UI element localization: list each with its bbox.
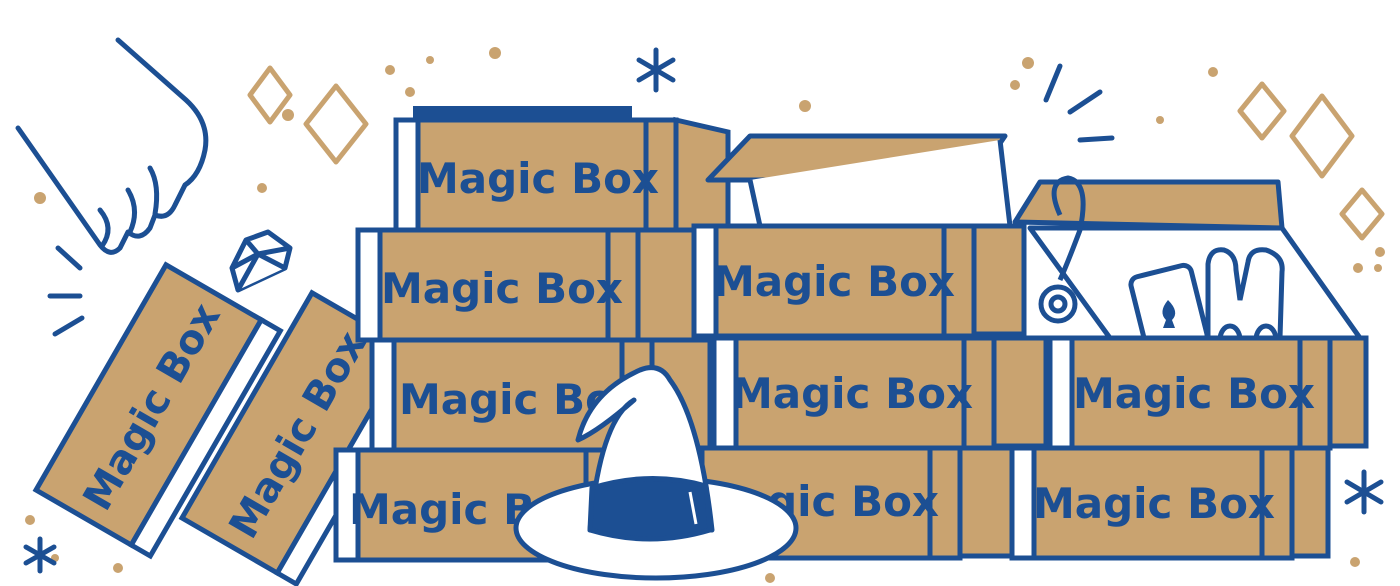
box-label: Magic Box [417, 154, 659, 203]
box-stack-left: Magic Box Magic Box Magic Box Magic Box [336, 106, 731, 560]
box-label: Magic Box [731, 369, 973, 418]
hand-icon [15, 37, 209, 255]
box-label: Magic Box [1033, 479, 1275, 528]
pendant-necklace-icon [1038, 175, 1086, 324]
box-label: Magic Box [713, 257, 955, 306]
diamond-shape-icon [303, 83, 369, 165]
sparkles [23, 47, 1384, 574]
sparkle-icon [636, 47, 676, 93]
wizard-hat-icon [513, 365, 799, 581]
sparkle-icon [23, 536, 57, 574]
box-stack-right: Magic Box Magic Box [1012, 175, 1369, 558]
leaning-box-left-1: Magic Box [32, 261, 284, 560]
decorative-dots [25, 47, 1385, 583]
box-label: Magic Box [1073, 369, 1315, 418]
box-label: Magic Box [381, 264, 623, 313]
diamond-shape-icon [1339, 187, 1385, 241]
diamond-gem-icon [229, 229, 293, 293]
diamond-shape-icon [1289, 93, 1355, 179]
diamond-shapes [247, 65, 1385, 241]
diamond-shape-icon [247, 65, 293, 125]
diamond-shape-icon [1237, 81, 1287, 141]
sparkle-icon [1344, 469, 1384, 515]
